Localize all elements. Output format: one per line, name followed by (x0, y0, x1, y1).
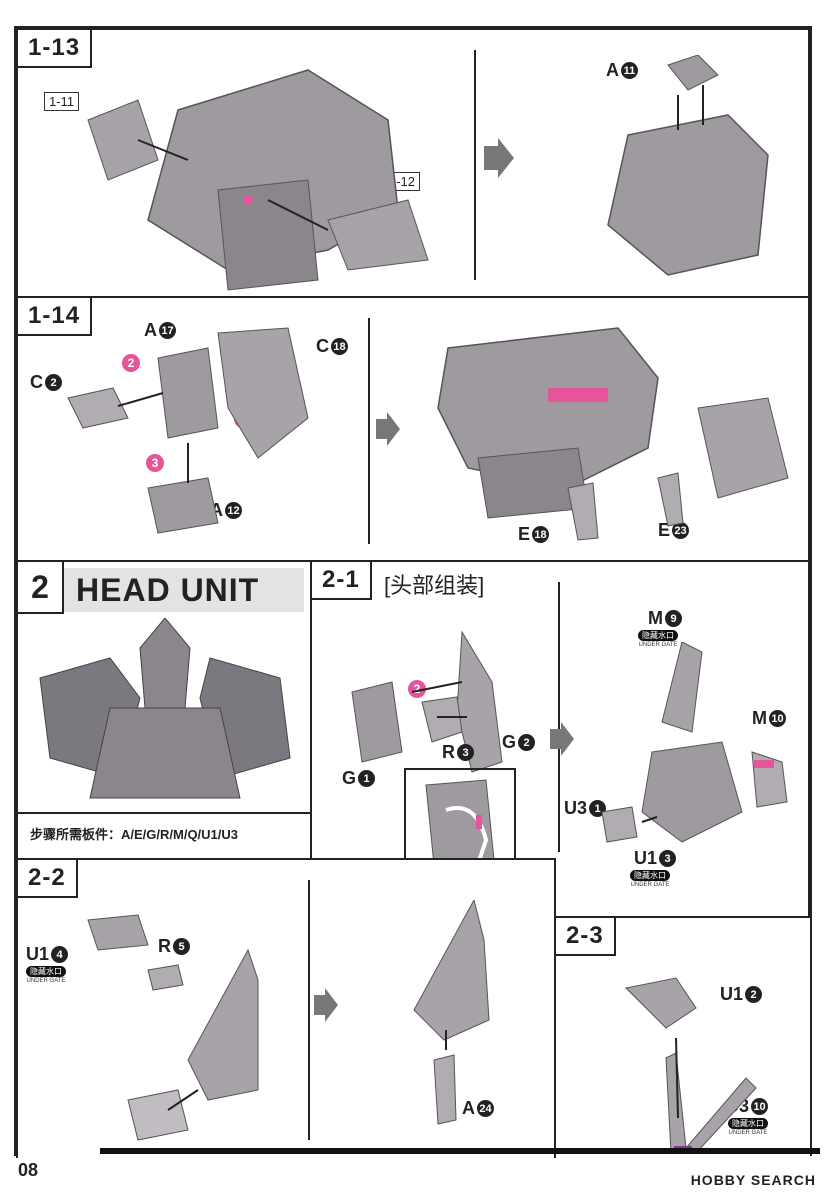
footer-bar (100, 1148, 820, 1154)
step-subtitle: [头部组装] (384, 573, 485, 598)
page-number: 08 (18, 1160, 39, 1180)
step-divider (474, 50, 476, 280)
head-unit-panel: 2 HEAD UNIT 步骤所需板件：A/E/G/R/M/Q/U1/U3 (16, 560, 312, 860)
face-result-illustration (413, 900, 490, 1125)
next-arrow-icon (376, 412, 400, 446)
shoulder-parts-illustration (67, 327, 309, 534)
torso-result-illustration (607, 55, 769, 276)
next-arrow-icon (550, 722, 574, 756)
next-arrow-icon (314, 988, 338, 1022)
order-marker-3: 3 (146, 454, 164, 472)
section-title: HEAD UNIT (76, 572, 260, 608)
step-tag: 1-13 (18, 30, 93, 68)
parts-note: 步骤所需板件：A/E/G/R/M/Q/U1/U3 (30, 827, 239, 842)
step-tag: 2-3 (556, 918, 616, 956)
step-divider (368, 318, 370, 544)
step-1-14-panel: 1-14 A17 C18 C2 A12 E18 E23 2 1 3 (16, 296, 810, 562)
substep-ref: 1-11 (44, 92, 80, 111)
section-title-bg (64, 568, 304, 612)
order-marker-2: 2 (122, 354, 140, 372)
parts-note-bar (18, 812, 310, 814)
next-arrow-icon (484, 138, 514, 178)
face-parts-illustration (87, 914, 259, 1141)
section-number: 2 (18, 562, 64, 614)
step-tag: 2-1 (312, 562, 372, 600)
shoulder-result-illustration (437, 327, 789, 541)
step-divider (308, 880, 310, 1140)
head-unit-preview-illustration (39, 618, 291, 799)
order-marker-2: 2 (408, 680, 426, 698)
head-result-illustration (601, 642, 788, 843)
step-tag: 1-14 (18, 298, 93, 336)
head-parts-illustration (351, 630, 503, 773)
torso-assembly-illustration (87, 69, 429, 291)
step-tag: 2-2 (18, 860, 78, 898)
antenna-illustration (624, 977, 757, 1154)
step-divider (558, 582, 560, 852)
brand-watermark: HOBBY SEARCH (690, 1172, 816, 1188)
